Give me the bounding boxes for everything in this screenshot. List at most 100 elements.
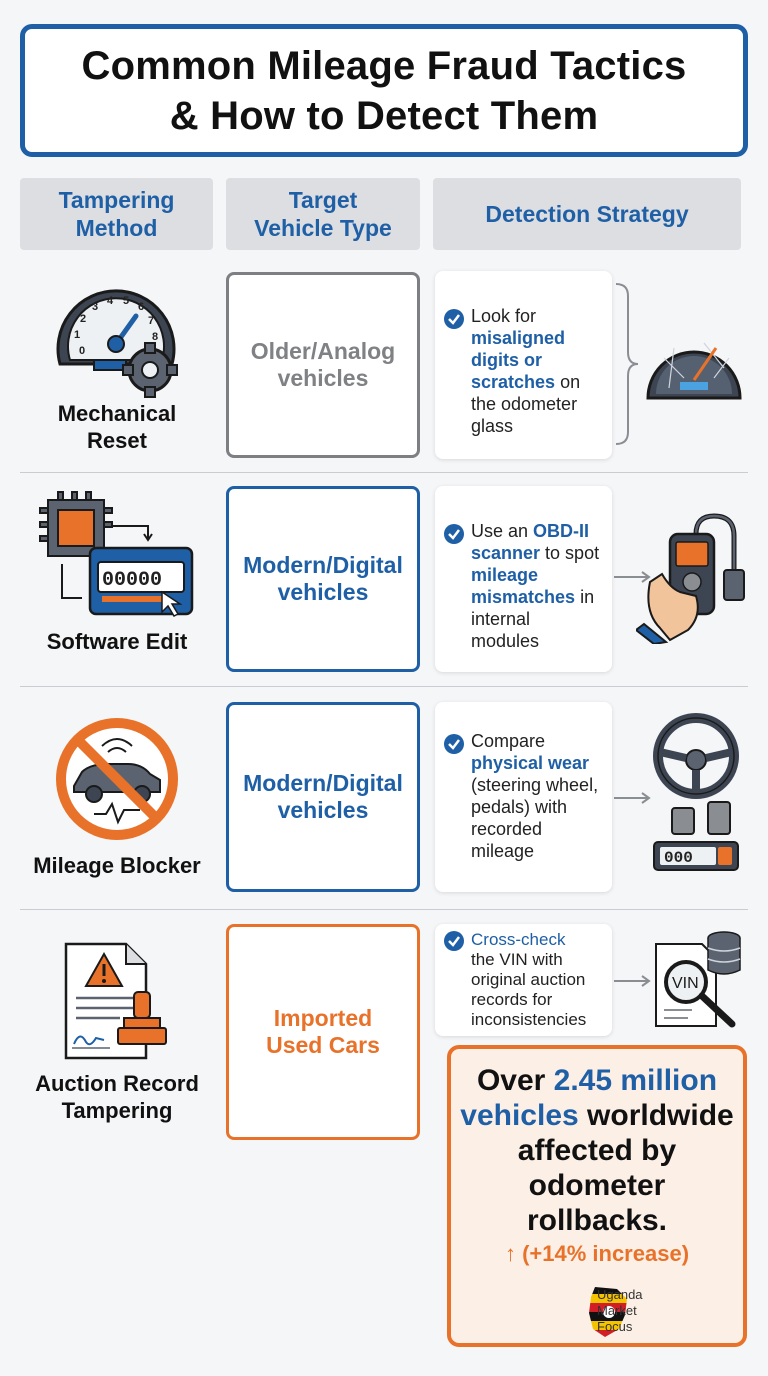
svg-text:3: 3 [92, 301, 98, 313]
scratched-odometer-icon [646, 342, 742, 400]
detection-strategy-card: Cross-check the VIN with original auctio… [435, 924, 612, 1036]
check-circle-icon [444, 309, 464, 329]
svg-text:7: 7 [148, 315, 154, 327]
row-divider [20, 472, 748, 473]
stat-line5: rollbacks. [526, 1204, 668, 1237]
column-header-target-line1: Target [288, 187, 358, 213]
steering-pedals-icon: 000 [653, 713, 739, 871]
detection-highlight: Cross-check [471, 930, 566, 949]
detection-highlight: misaligned [471, 328, 566, 348]
brand-name: Uganda Market Focus [597, 1287, 643, 1335]
detection-text: the VIN with [471, 950, 563, 969]
target-line1: Imported [273, 1005, 373, 1031]
method-label-mechanical-reset: Mechanical Reset [17, 400, 217, 454]
svg-text:0: 0 [79, 345, 85, 357]
brace-connector-icon [615, 283, 639, 445]
method-label-line2: Reset [87, 428, 147, 453]
blocked-car-icon [56, 718, 178, 840]
detection-strategy-card: Look for misaligned digits or scratches … [435, 271, 612, 459]
brand-line2: Market [597, 1303, 637, 1318]
column-header-target-line2: Vehicle Type [254, 215, 392, 241]
detection-highlight: physical wear [471, 753, 590, 773]
odometer-digits: 00000 [102, 569, 162, 592]
statistic-text: Over 2.45 million vehicles worldwide aff… [459, 1063, 735, 1238]
svg-text:1: 1 [74, 329, 80, 341]
brand-logo: Uganda Market Focus [549, 1285, 669, 1339]
method-label-auction-record-tampering: Auction Record Tampering [17, 1070, 217, 1124]
document-stamp-icon [64, 942, 167, 1060]
method-label-line2: Tampering [61, 1098, 173, 1123]
svg-text:4: 4 [107, 295, 114, 307]
check-circle-icon [444, 524, 464, 544]
target-line1: Modern/Digital [243, 770, 403, 796]
column-header-method-line2: Method [75, 215, 158, 241]
method-label-line1: Mechanical [57, 401, 177, 426]
detection-highlight: mismatches [471, 587, 576, 607]
statistic-callout: Over 2.45 million vehicles worldwide aff… [447, 1045, 747, 1347]
detection-highlight: mileage [471, 565, 539, 585]
row-divider [20, 909, 748, 910]
arrow-right-icon [614, 792, 651, 804]
detection-text: records for [471, 990, 553, 1009]
target-line2: vehicles [277, 365, 369, 391]
page-title-line1: Common Mileage Fraud Tactics [81, 43, 687, 88]
detection-text: modules [471, 631, 540, 651]
target-line1: Older/Analog [250, 338, 396, 364]
svg-text:2: 2 [80, 313, 86, 325]
row-divider [20, 686, 748, 687]
method-label-mileage-blocker: Mileage Blocker [17, 852, 217, 879]
uganda-map-icon [589, 1287, 627, 1337]
method-label-line1: Auction Record [35, 1071, 199, 1096]
arrow-right-icon [614, 571, 651, 583]
stat-number: 2.45 million [553, 1064, 718, 1097]
detection-text: mileage [471, 841, 535, 861]
column-header-method-line1: Tampering [58, 187, 175, 213]
stat-pre: Over [476, 1064, 554, 1097]
vin-document-icon: VIN [655, 931, 741, 1028]
svg-text:8: 8 [152, 331, 158, 343]
svg-text:6: 6 [138, 301, 144, 313]
detection-highlight: digits or [471, 350, 542, 370]
brand-line1: Uganda [597, 1287, 643, 1302]
target-line2: Used Cars [266, 1032, 380, 1058]
detection-text: Compare [471, 731, 546, 751]
method-label-software-edit: Software Edit [17, 628, 217, 655]
arrow-right-icon [614, 975, 651, 987]
svg-text:5: 5 [123, 295, 129, 307]
stat-vehicles: vehicles [460, 1099, 579, 1132]
stat-increase: ↑ (+14% increase) [504, 1241, 690, 1266]
mileage-digits: 000 [664, 849, 693, 867]
check-circle-icon [444, 734, 464, 754]
title-box: Common Mileage Fraud Tactics & How to De… [20, 24, 748, 157]
detection-strategy-card: Use an OBD-II scanner to spot mileage mi… [435, 486, 612, 672]
target-line2: vehicles [277, 797, 369, 823]
method-label-line1: Software Edit [46, 629, 188, 654]
detection-text: Look for [471, 306, 537, 326]
detection-text: the odometer [471, 394, 578, 414]
detection-text: (steering wheel, [471, 775, 599, 795]
target-line2: vehicles [277, 579, 369, 605]
obd-scanner-icon [636, 513, 745, 644]
detection-text: recorded [471, 819, 543, 839]
brand-line3: Focus [597, 1319, 633, 1334]
detection-highlight: OBD-II [533, 521, 590, 541]
detection-text: inconsistencies [471, 1010, 587, 1029]
method-label-line1: Mileage Blocker [33, 853, 201, 878]
detection-text: original auction [471, 970, 586, 989]
vin-label: VIN [672, 975, 699, 992]
detection-text: glass [471, 416, 514, 436]
detection-strategy-card: Compare physical wear (steering wheel, p… [435, 702, 612, 892]
chip-odometer-icon: 00000 [39, 491, 194, 617]
column-header-detection-label: Detection Strategy [485, 201, 689, 227]
target-line1: Modern/Digital [243, 552, 403, 578]
stat-line4: odometer [528, 1169, 666, 1202]
detection-highlight: scratches [471, 372, 556, 392]
column-header-detection: Detection Strategy [433, 178, 741, 250]
